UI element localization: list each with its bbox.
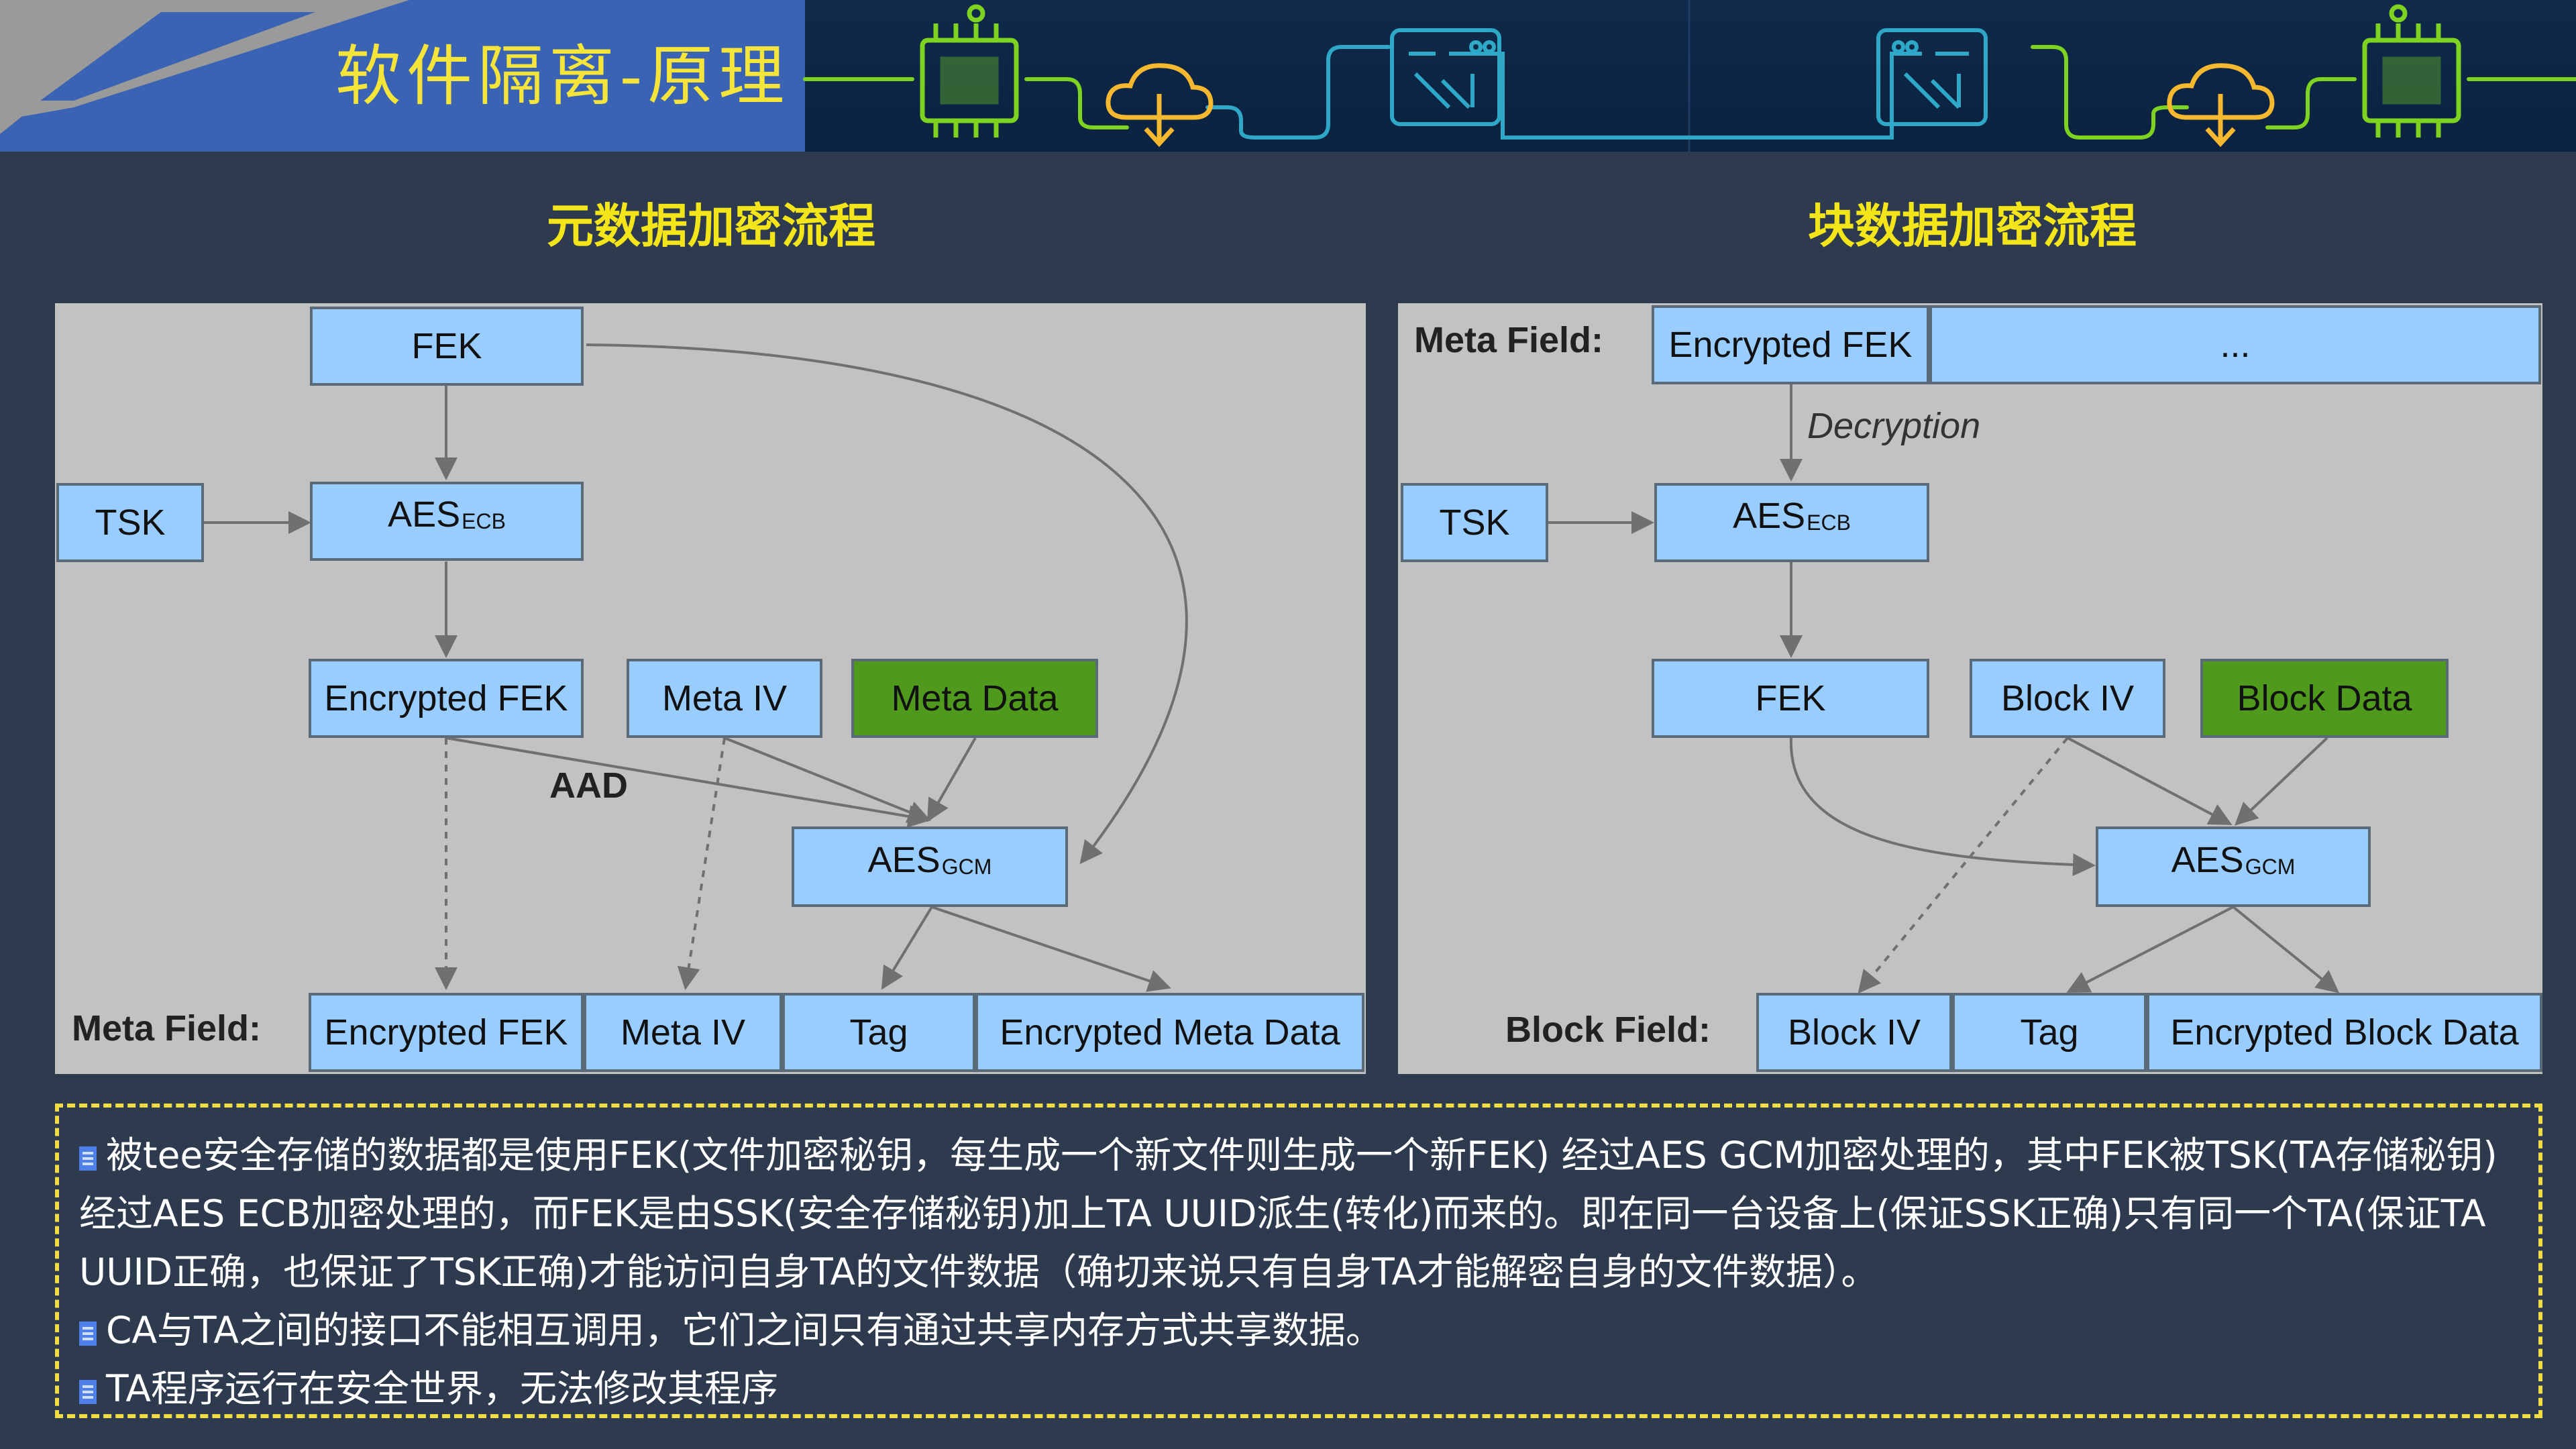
- aad-label: AAD: [549, 765, 628, 806]
- block-data-encryption-diagram: Meta Field: Encrypted FEK ... Decryption…: [1398, 303, 2542, 1074]
- tsk-box: TSK: [56, 483, 204, 562]
- right-aes-gcm-label: AES: [2171, 840, 2244, 880]
- document-bullet-icon: [79, 1380, 97, 1404]
- description-paragraph: TA程序运行在安全世界，无法修改其程序: [79, 1360, 2518, 1418]
- right-fek-box: FEK: [1652, 659, 1929, 738]
- description-paragraph: CA与TA之间的接口不能相互调用，它们之间只有通过共享内存方式共享数据。: [79, 1301, 2518, 1360]
- header-banner: [0, 0, 2576, 152]
- left-diagram-arrows: [204, 343, 1188, 992]
- block-data-box: Block Data: [2200, 659, 2449, 738]
- description-paragraph: 被tee安全存储的数据都是使用FEK(文件加密秘钥，每生成一个新文件则生成一个新…: [79, 1126, 2518, 1301]
- meta-field-tag: Tag: [782, 993, 975, 1072]
- aes-gcm-subscript: GCM: [941, 854, 992, 879]
- meta-field-encrypted-fek: Encrypted FEK: [309, 993, 584, 1072]
- right-aes-ecb-label: AES: [1733, 496, 1806, 536]
- meta-field-meta-iv: Meta IV: [584, 993, 782, 1072]
- decryption-label: Decryption: [1807, 406, 1981, 446]
- block-iv-box: Block IV: [1970, 659, 2165, 738]
- left-diagram-title: 元数据加密流程: [547, 199, 875, 254]
- cloud-download-icon: [1106, 63, 2275, 148]
- description-text: 被tee安全存储的数据都是使用FEK(文件加密秘钥，每生成一个新文件则生成一个新…: [79, 1134, 2498, 1293]
- description-box: 被tee安全存储的数据都是使用FEK(文件加密秘钥，每生成一个新文件则生成一个新…: [55, 1104, 2542, 1418]
- document-bullet-icon: [79, 1322, 97, 1346]
- chip-icon: [920, 4, 2461, 138]
- document-bullet-icon: [79, 1146, 97, 1171]
- aes-gcm-label: AES: [867, 840, 941, 880]
- header: 软件隔离-原理: [0, 0, 2576, 152]
- circuit-board-icon: [1390, 28, 1988, 126]
- encrypted-fek-box: Encrypted FEK: [309, 659, 584, 738]
- fek-box: FEK: [310, 307, 584, 386]
- right-aes-gcm-subscript: GCM: [2245, 854, 2296, 879]
- top-field-encrypted-fek: Encrypted FEK: [1652, 305, 1929, 384]
- right-diagram-arrows: [1548, 382, 2340, 994]
- meta-field-encrypted-meta-data: Encrypted Meta Data: [975, 993, 1364, 1072]
- right-aes-ecb-subscript: ECB: [1807, 510, 1851, 535]
- meta-data-box: Meta Data: [851, 659, 1098, 738]
- block-field-label: Block Field:: [1505, 1010, 1711, 1050]
- aes-ecb-label: AES: [388, 494, 461, 535]
- block-field-encrypted-block-data: Encrypted Block Data: [2147, 993, 2542, 1072]
- right-tsk-box: TSK: [1401, 483, 1548, 562]
- description-text: TA程序运行在安全世界，无法修改其程序: [106, 1367, 778, 1410]
- page-title: 软件隔离-原理: [335, 38, 790, 115]
- meta-field-label: Meta Field:: [72, 1008, 262, 1049]
- right-diagram-title: 块数据加密流程: [1808, 199, 2137, 254]
- block-field-block-iv: Block IV: [1756, 993, 1952, 1072]
- meta-iv-box: Meta IV: [627, 659, 822, 738]
- top-field-ellipsis: ...: [1929, 305, 2541, 384]
- right-meta-field-label: Meta Field:: [1414, 320, 1604, 360]
- description-text: CA与TA之间的接口不能相互调用，它们之间只有通过共享内存方式共享数据。: [106, 1309, 1383, 1352]
- block-field-tag: Tag: [1952, 993, 2147, 1072]
- aes-ecb-subscript: ECB: [462, 508, 506, 533]
